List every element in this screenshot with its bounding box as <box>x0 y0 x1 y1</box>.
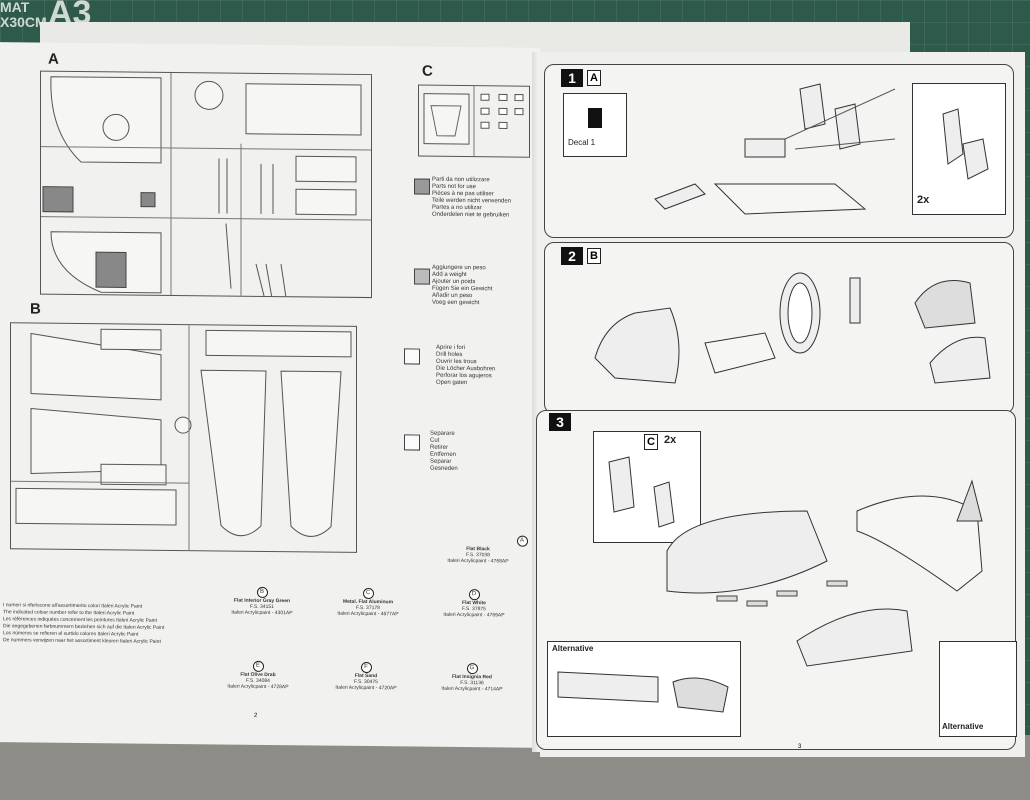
paint-g-letter: G <box>466 663 478 675</box>
alternative-label-2: Alternative <box>942 722 984 731</box>
step-2-sprue: B <box>587 248 601 264</box>
step-3-inset: C 2x <box>593 431 701 543</box>
paint-a: A Flat Black F.S. 37038 Italeri Acrylicp… <box>428 535 528 565</box>
sprue-b <box>10 322 357 553</box>
paint-e-letter: E <box>252 660 264 672</box>
paint-a-letter: A <box>516 535 528 547</box>
gray-box-icon <box>414 178 430 195</box>
step-1-sprue: A <box>587 70 601 86</box>
paint-d-letter: D <box>468 589 480 601</box>
fuselage-drawing <box>666 479 983 667</box>
alternative-label: Alternative <box>552 644 594 653</box>
instruction-page-right: 1 A Decal 1 2x 2 B <box>536 52 1025 757</box>
cockpit-floor-drawing <box>654 83 896 215</box>
sprue-letter-a: A <box>48 50 59 68</box>
paint-b-letter: B <box>256 586 268 598</box>
paint-b: B Flat Interior Gray Green F.S. 34151 It… <box>212 586 312 616</box>
step-1-inset: 2x <box>912 83 1006 215</box>
step-1-multiplier: 2x <box>917 194 930 206</box>
decal-patch <box>588 108 602 128</box>
step-3-inset-drawing <box>608 456 675 528</box>
drill-icon <box>404 348 420 365</box>
sprue-c <box>418 84 530 158</box>
mat-label: MAT X30CM <box>0 0 47 30</box>
paint-d: D Flat White F.S. 37875 Italeri Acrylicp… <box>424 589 524 619</box>
paint-g: G Flat Insignia Red F.S. 31136 Italeri A… <box>422 663 522 693</box>
paint-f-letter: F <box>360 661 372 674</box>
step-3-number: 3 <box>549 413 571 431</box>
instruction-page-left: A C <box>0 42 540 748</box>
weight-icon <box>414 268 430 285</box>
decal-inset: Decal 1 <box>563 93 627 157</box>
step-3-multiplier: 2x <box>664 434 677 446</box>
page-number-left: 2 <box>254 712 258 719</box>
cut-icon <box>404 434 420 451</box>
step-3-inset-sprue: C <box>644 434 658 450</box>
page-number-right: 3 <box>798 744 802 750</box>
alternative-inset-2: Alternative <box>939 641 1017 737</box>
step-1-panel: 1 A Decal 1 2x <box>544 64 1014 238</box>
sprue-b-drawing <box>11 325 352 551</box>
step-1-number: 1 <box>561 69 583 87</box>
sprue-letter-c: C <box>422 62 433 80</box>
paint-e: E Flat Olive Drab F.S. 34084 Italeri Acr… <box>208 660 308 690</box>
alternative-inset: Alternative <box>547 641 741 737</box>
step-2-drawing <box>594 272 991 384</box>
paint-note: I numeri si riferiscono all'assortimento… <box>3 602 165 645</box>
step-2-number: 2 <box>561 247 583 265</box>
step-2-panel: 2 B <box>544 242 1014 414</box>
sprue-c-drawing <box>423 86 524 157</box>
paint-f: F Flat Sand F.S. 30475 Italeri Acrylicpa… <box>316 661 416 691</box>
step-3-panel: 3 C 2x Alternative Alternative <box>536 410 1017 750</box>
decal-label: Decal 1 <box>568 138 596 147</box>
sprue-a-drawing <box>41 72 371 305</box>
seat-drawing <box>942 108 989 180</box>
sprue-a <box>40 70 372 305</box>
alternative-drawing <box>557 671 729 713</box>
paint-c: C Metal. Flat Aluminum F.S. 37178 Italer… <box>318 587 418 618</box>
paint-c-letter: C <box>362 587 374 600</box>
sprue-letter-b: B <box>30 300 41 318</box>
